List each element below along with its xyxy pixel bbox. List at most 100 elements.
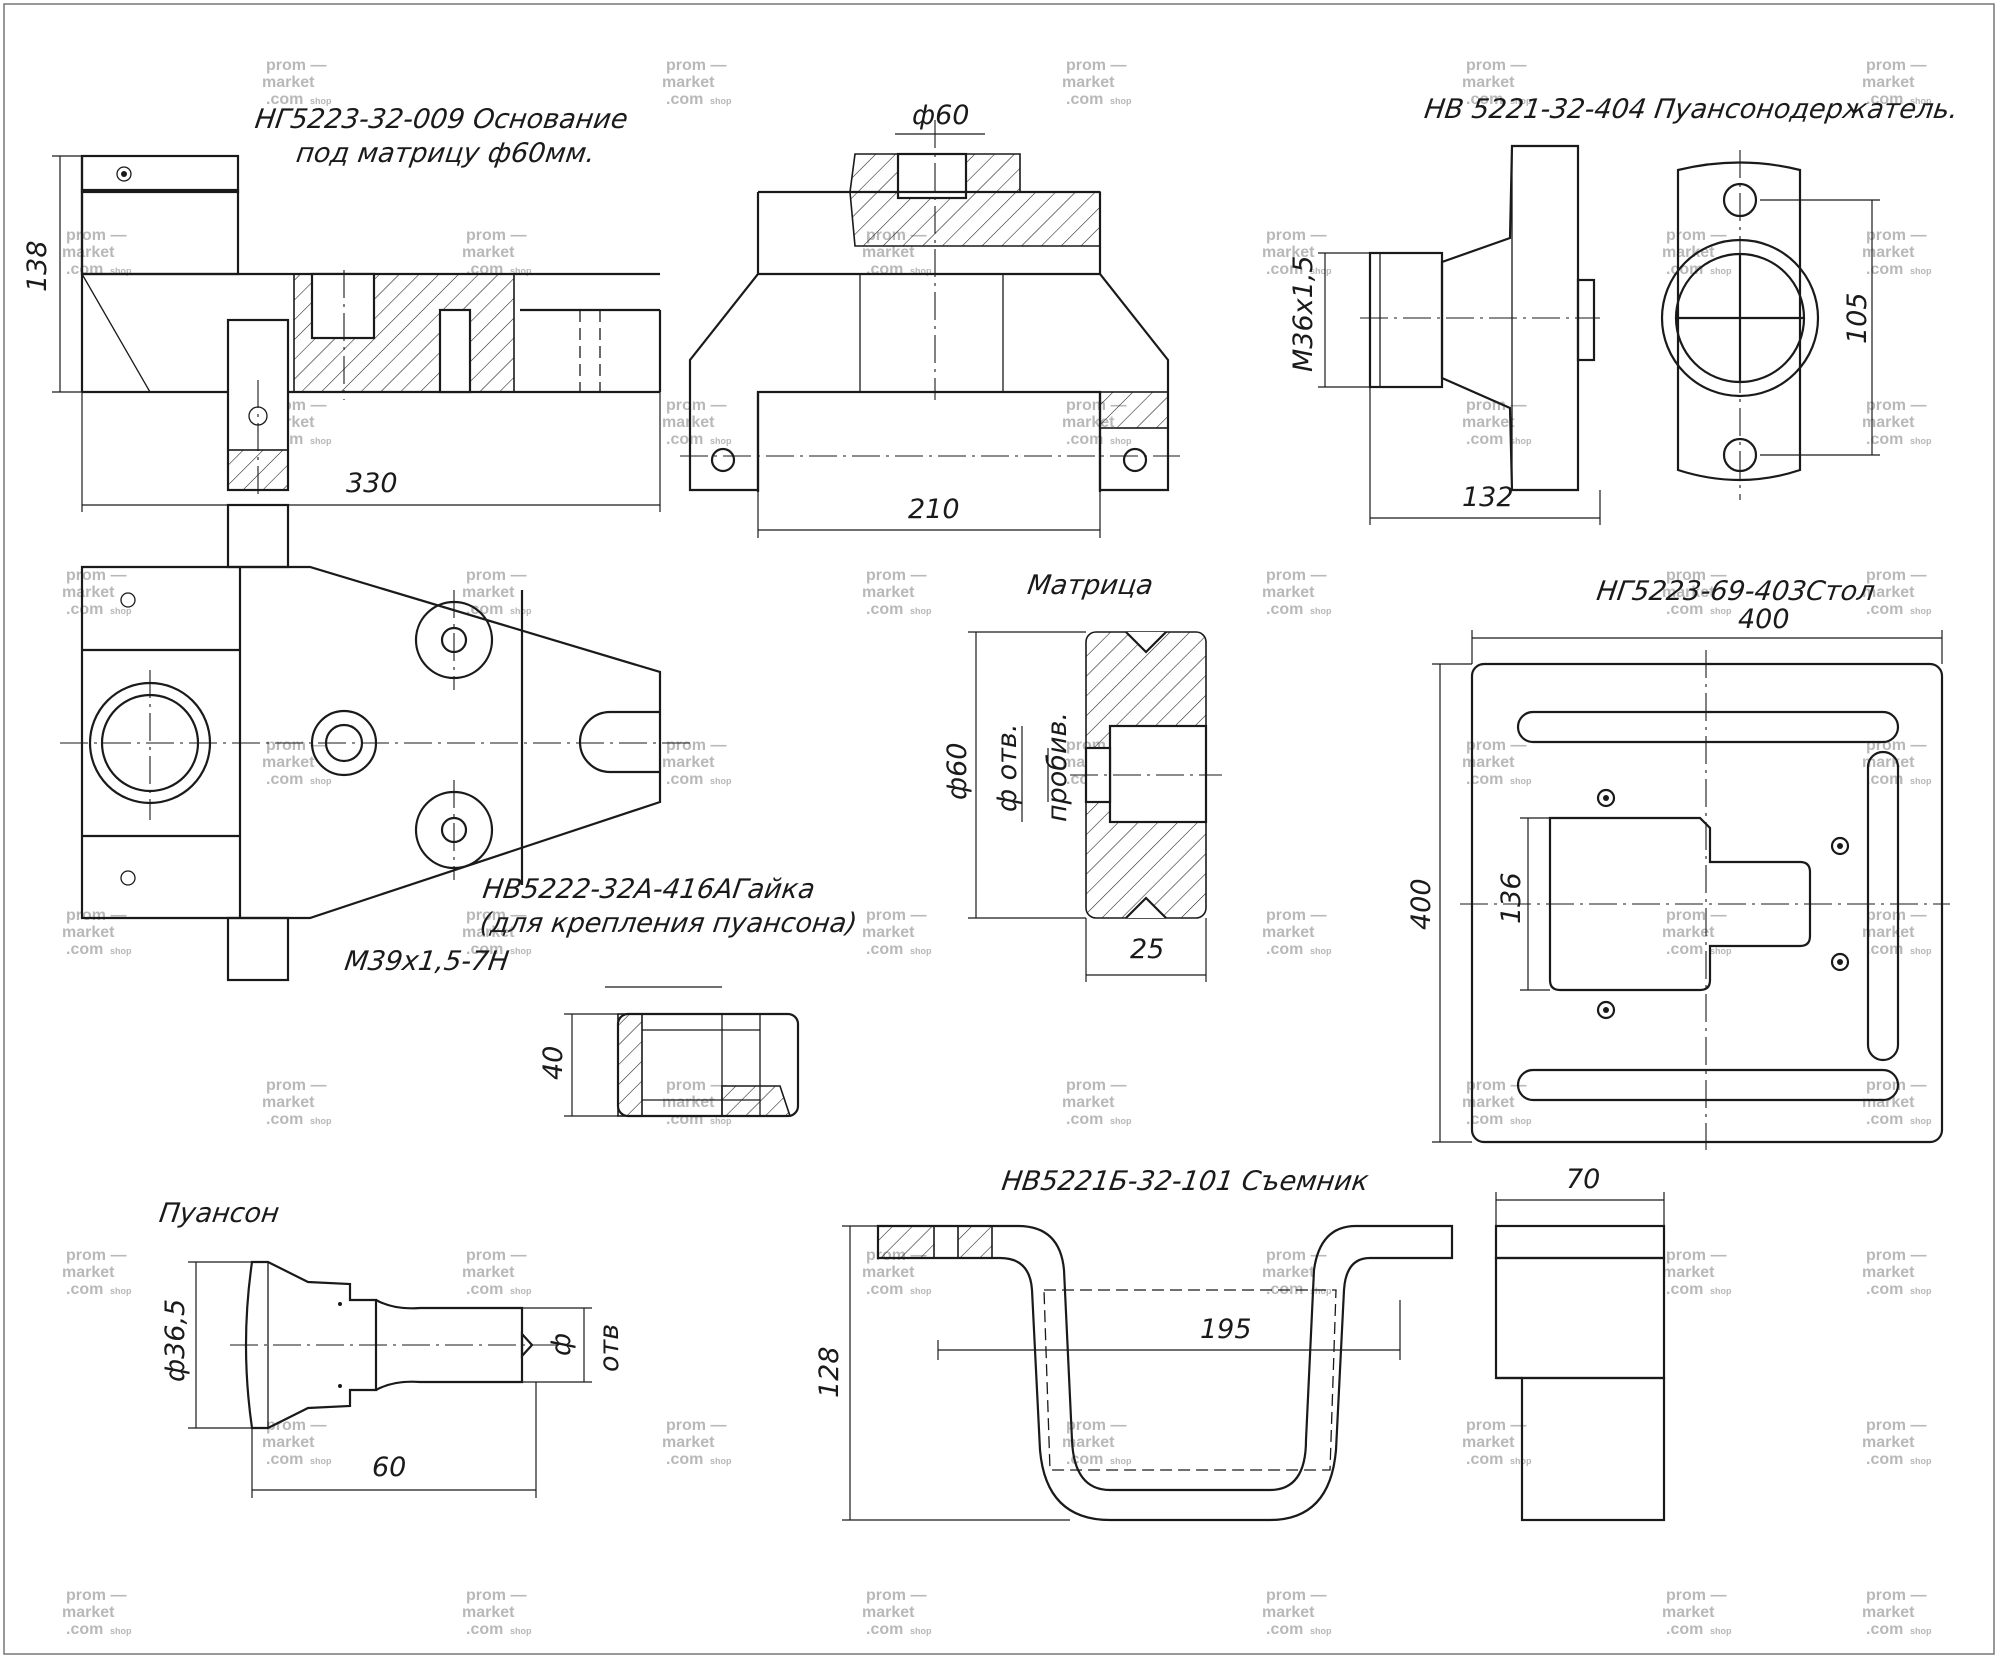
- svg-text:shop: shop: [110, 1286, 132, 1296]
- svg-text:shop: shop: [1310, 606, 1332, 616]
- svg-text:market: market: [62, 1604, 115, 1621]
- punch-holder-views: НВ 5221-32-404 Пуансонодержатель. М36х1,…: [1288, 94, 1960, 525]
- svg-text:shop: shop: [710, 96, 732, 106]
- svg-text:prom —: prom —: [66, 1587, 126, 1604]
- svg-text:market: market: [1862, 1604, 1915, 1621]
- holder-length-dim: 132: [1462, 482, 1514, 513]
- svg-text:market: market: [462, 244, 515, 261]
- svg-text:shop: shop: [1910, 1286, 1932, 1296]
- svg-text:shop: shop: [1910, 266, 1932, 276]
- svg-text:.com: .com: [1666, 601, 1703, 618]
- base-width-dim: 210: [908, 494, 960, 525]
- svg-text:shop: shop: [1310, 1286, 1332, 1296]
- svg-text:.com: .com: [866, 941, 903, 958]
- holder-height-dim: 105: [1842, 292, 1873, 344]
- svg-text:.com: .com: [1866, 1111, 1903, 1128]
- svg-text:shop: shop: [1710, 946, 1732, 956]
- svg-text:.com: .com: [666, 771, 703, 788]
- svg-text:shop: shop: [710, 776, 732, 786]
- svg-text:shop: shop: [1510, 436, 1532, 446]
- svg-text:prom —: prom —: [1666, 1587, 1726, 1604]
- svg-text:.com: .com: [1066, 91, 1103, 108]
- svg-text:prom —: prom —: [866, 1587, 926, 1604]
- svg-text:prom —: prom —: [1866, 737, 1926, 754]
- svg-text:shop: shop: [1910, 776, 1932, 786]
- svg-text:shop: shop: [510, 1626, 532, 1636]
- svg-text:prom —: prom —: [1066, 1417, 1126, 1434]
- svg-text:market: market: [1062, 1434, 1115, 1451]
- svg-text:market: market: [1262, 244, 1315, 261]
- svg-text:.com: .com: [466, 941, 503, 958]
- svg-text:market: market: [1862, 1094, 1915, 1111]
- svg-text:.com: .com: [466, 601, 503, 618]
- svg-text:shop: shop: [1510, 96, 1532, 106]
- svg-text:prom —: prom —: [1866, 907, 1926, 924]
- svg-text:prom —: prom —: [1266, 227, 1326, 244]
- svg-text:market: market: [262, 1094, 315, 1111]
- svg-text:prom —: prom —: [466, 567, 526, 584]
- svg-text:prom —: prom —: [266, 57, 326, 74]
- svg-text:prom —: prom —: [1266, 1247, 1326, 1264]
- svg-text:.com: .com: [1066, 431, 1103, 448]
- svg-text:shop: shop: [910, 1626, 932, 1636]
- matrix-section: Матрица ф60 ф отв. пробив. 25: [942, 570, 1222, 982]
- holder-title: НВ 5221-32-404 Пуансонодержатель.: [1422, 94, 1960, 125]
- svg-text:market: market: [1662, 584, 1715, 601]
- svg-text:prom —: prom —: [1666, 1247, 1726, 1264]
- svg-text:shop: shop: [1310, 266, 1332, 276]
- svg-text:.com: .com: [66, 941, 103, 958]
- svg-text:shop: shop: [910, 1286, 932, 1296]
- svg-text:market: market: [862, 924, 915, 941]
- svg-text:market: market: [262, 74, 315, 91]
- svg-text:shop: shop: [710, 1116, 732, 1126]
- nut-subtitle: (для крепления пуансона): [478, 908, 859, 939]
- svg-text:shop: shop: [510, 946, 532, 956]
- svg-text:prom —: prom —: [866, 907, 926, 924]
- matrix-title: Матрица: [1026, 570, 1155, 601]
- matrix-thickness-dim: 25: [1130, 934, 1164, 965]
- punch-title: Пуансон: [157, 1198, 281, 1229]
- svg-text:.com: .com: [1266, 941, 1303, 958]
- svg-text:prom —: prom —: [1866, 1417, 1926, 1434]
- svg-text:.com: .com: [1866, 1621, 1903, 1638]
- svg-text:prom —: prom —: [666, 1417, 726, 1434]
- stripper-views: НВ5221Б-32-101 Съемник 128 195 70: [814, 1164, 1666, 1522]
- svg-text:market: market: [262, 754, 315, 771]
- svg-text:market: market: [862, 584, 915, 601]
- svg-text:prom —: prom —: [1466, 1077, 1526, 1094]
- svg-text:market: market: [1462, 414, 1515, 431]
- base-top-view: [60, 503, 690, 982]
- svg-text:market: market: [1862, 74, 1915, 91]
- svg-text:shop: shop: [110, 946, 132, 956]
- svg-text:.com: .com: [1866, 431, 1903, 448]
- svg-text:prom —: prom —: [666, 737, 726, 754]
- svg-text:.com: .com: [1866, 1281, 1903, 1298]
- svg-text:prom —: prom —: [466, 907, 526, 924]
- svg-text:shop: shop: [310, 776, 332, 786]
- stripper-depth-dim: 70: [1566, 1164, 1600, 1195]
- svg-text:.com: .com: [1466, 1451, 1503, 1468]
- svg-text:.com: .com: [1866, 601, 1903, 618]
